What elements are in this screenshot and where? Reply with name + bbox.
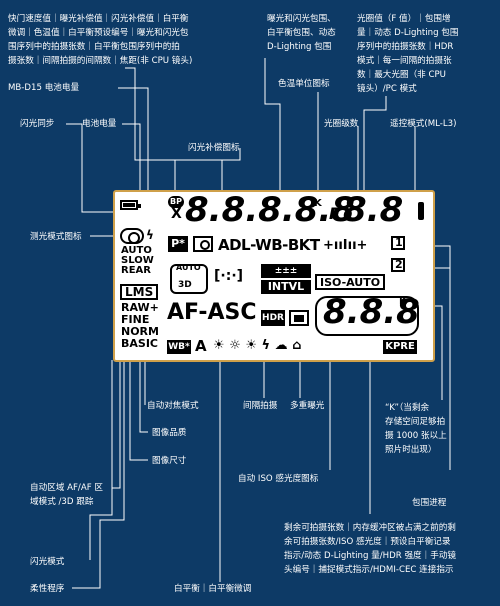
k-note-line1: “K”（当剩余 [385, 403, 430, 413]
remote-icon [418, 202, 424, 220]
flexible-program-indicator: P* [168, 236, 188, 252]
bp-indicator: BP [168, 196, 184, 208]
remaining-shots-frame [315, 296, 419, 336]
white-balance-label: 白平衡｜白平衡微调 [174, 584, 252, 594]
shutter-info-label-line3: 围序列中的拍摄张数｜白平衡包围序列中的拍 [8, 42, 180, 52]
aperture-label-line2: 量｜动态 D-Lighting 包围 [357, 28, 459, 38]
bracketing-label-line3: D-Lighting 包围 [267, 42, 332, 52]
shutter-info-label-line1: 快门速度值｜曝光补偿值｜闪光补偿值｜白平衡 [8, 14, 189, 24]
f-number-symbol: F [329, 204, 340, 223]
quality-fine-indicator: FINE [121, 313, 150, 326]
image-quality-label: 图像品质 [152, 428, 187, 438]
bracket-2-indicator: 2 [391, 258, 405, 272]
flash-sync-label: 闪光同步 [20, 119, 55, 129]
wb-auto-indicator: A [195, 337, 207, 355]
remote-mode-label: 遥控模式(ML-L3) [390, 119, 457, 129]
af-area-label-line1: 自动区域 AF/AF 区 [30, 483, 103, 493]
remaining-label-line4: 头编号｜捕捉模式指示/HDMI-CEC 连接指示 [284, 565, 454, 575]
exposure-comp-icons: ±±± [261, 264, 311, 278]
interval-indicator: INTVL [261, 280, 311, 294]
flash-sync-x-indicator: X [171, 206, 182, 222]
bracket-progress-indicator: +ııIıı+ [323, 238, 368, 253]
af-area-label-line2: 域模式 /3D 跟踪 [30, 497, 94, 507]
remaining-label-line1: 剩余可拍摄张数｜内存缓冲区被占满之前的剩 [284, 523, 456, 533]
image-size-indicator: LMS [120, 284, 158, 300]
flash-icon: ϟ [146, 228, 154, 242]
aperture-digits: 8.8 [343, 190, 404, 230]
remaining-label-line3: 指示/动态 D-Lighting 量/HDR 强度｜手动镜 [284, 551, 457, 561]
flash-slow-indicator: SLOW [121, 255, 154, 266]
color-temp-k-indicator: K [314, 198, 322, 209]
aperture-label-line5: 数｜最大光圈（非 CPU [357, 70, 446, 80]
af-mode-label: 自动对焦模式 [147, 401, 199, 411]
af-area-mode-icon: AUTO 3D [170, 263, 208, 294]
iso-auto-indicator: ISO-AUTO [315, 274, 385, 290]
color-temp-icon-label: 色温单位图标 [278, 79, 330, 89]
quality-norm-indicator: NORM [121, 325, 159, 338]
multi-exposure-label: 多重曝光 [290, 401, 325, 411]
remaining-k-indicator: K [399, 296, 407, 307]
battery-icon [120, 200, 141, 210]
bracket-1-indicator: 1 [391, 236, 405, 250]
flash-mode-label: 闪光模式 [30, 557, 65, 567]
battery-level-label: 电池电量 [82, 119, 117, 129]
aperture-label-line6: 镜头）/PC 模式 [357, 84, 417, 94]
k-note-line2: 存储空间足够拍 [385, 417, 446, 427]
shutter-speed-digits: 8.8.8.8.8 [185, 190, 355, 230]
af-point-icon: [·:·] [214, 268, 244, 284]
flash-comp-icon-label: 闪光补偿图标 [188, 143, 240, 153]
bracketing-label-line1: 曝光和闪光包围、 [267, 14, 336, 24]
remaining-shots-digits: 8.8.8 [323, 292, 420, 332]
aperture-label-line1: 光圈值（F 值）｜包围增 [357, 14, 451, 24]
quality-raw-indicator: RAW+ [121, 301, 159, 314]
control-panel-lcd: BP X 8.8.8.8.8 K F 8.8 ϟ AUTO SLOW REAR … [113, 190, 435, 362]
k-note-line4: 照片时出现） [385, 445, 437, 455]
metering-mode-icon-label: 测光模式图标 [30, 232, 82, 242]
shutter-info-label-line2: 微调｜色温值｜白平衡预设编号｜曝光和闪光包 [8, 28, 189, 38]
wb-icons-row: ☀ ☼ ☀ ϟ ☁ ⌂ [213, 338, 302, 353]
bracket-progress-label: 包围进程 [412, 498, 447, 508]
mb-d15-battery-label: MB-D15 电池电量 [8, 83, 80, 93]
aperture-label-line3: 序列中的拍摄张数｜HDR [357, 42, 454, 52]
remaining-label-line2: 余可拍摄张数/ISO 感光度｜预设白平衡记录 [284, 537, 451, 547]
flash-rear-indicator: REAR [121, 265, 151, 276]
wb-fine-indicator: WB* [167, 340, 191, 354]
bracketing-type-indicator: ADL-WB-BKT [218, 236, 320, 254]
flash-auto-indicator: AUTO [121, 245, 152, 256]
metering-mode-icon [120, 228, 144, 244]
shutter-info-label-line4: 摄张数｜间隔拍摄的间隔数｜焦距(非 CPU 镜头) [8, 56, 193, 66]
auto-iso-label: 自动 ISO 感光度图标 [238, 474, 319, 484]
hdr-indicator: HDR [261, 310, 285, 326]
aperture-stops-label: 光圈级数 [324, 119, 359, 129]
interval-label: 间隔拍摄 [243, 401, 278, 411]
flexible-program-label: 柔性程序 [30, 584, 65, 594]
wb-preset-indicator: KPRE [383, 340, 417, 354]
spot-metering-icon [193, 236, 213, 252]
bracketing-label-line2: 白平衡包围、动态 [267, 28, 336, 38]
af-mode-indicator: AF-ASC [167, 300, 257, 325]
multi-exposure-icon [289, 310, 309, 326]
quality-basic-indicator: BASIC [121, 337, 158, 350]
image-size-label: 图像尺寸 [152, 456, 187, 466]
aperture-label-line4: 模式｜每一间隔的拍摄张 [357, 56, 452, 66]
k-note-line3: 摄 1000 张以上 [385, 431, 447, 441]
